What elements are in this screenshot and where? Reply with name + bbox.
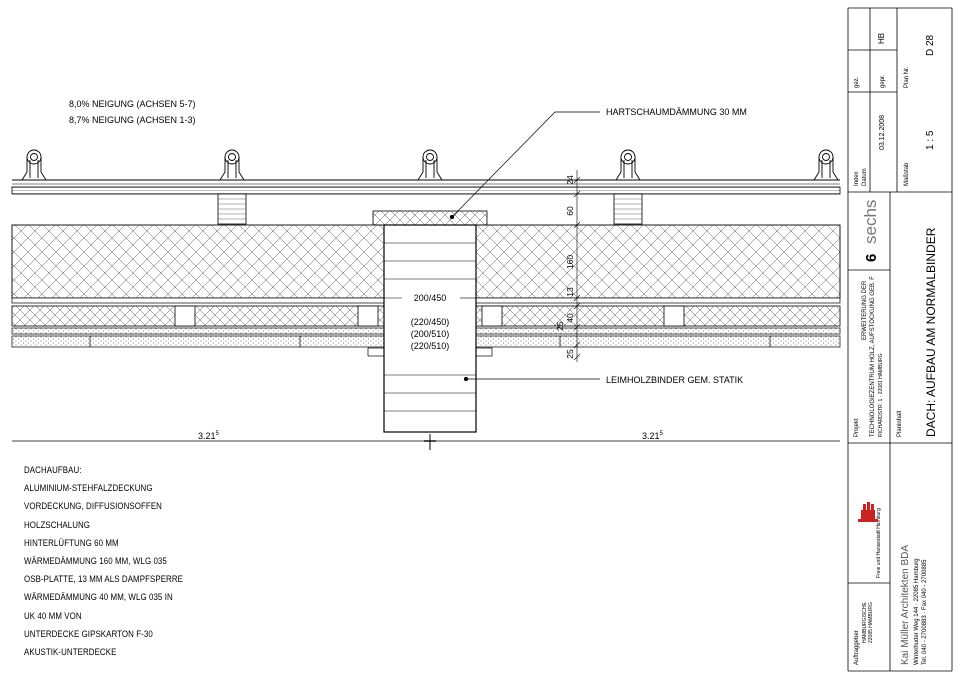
legend-item: UNTERDECKE GIPSKARTON F-30 <box>24 628 153 639</box>
tb-plan-title: DACH: AUFBAU AM NORMALBINDER <box>924 227 938 437</box>
tb-architect-address: Winterhuder Weg 144 · 22085 Hamburg <box>914 558 920 665</box>
legend-item: HOLZSCHALUNG <box>24 519 91 530</box>
slope-note: 8,0% NEIGUNG (ACHSEN 5-7) <box>69 99 196 109</box>
glulam-beam <box>383 224 477 433</box>
tb-index-label: Index <box>854 171 860 186</box>
span-label-right: 3.215 <box>642 431 664 441</box>
tb-scale-value: 1 : 5 <box>925 130 936 150</box>
callout-leaders <box>449 111 600 382</box>
lower-insulation <box>11 305 841 327</box>
standing-seam <box>813 149 839 181</box>
dimension-label: 40 <box>565 313 575 323</box>
legend-item: OSB-PLATTE, 13 MM ALS DAMPFSPERRE <box>24 574 184 585</box>
tb-logo: sechs <box>861 200 880 244</box>
dimension-label: 160 <box>565 255 575 269</box>
standing-seam <box>615 149 641 181</box>
vertical-dimensions <box>573 170 581 362</box>
beam-label: 200/450 <box>414 293 447 303</box>
dimension-label: 25 <box>565 349 575 359</box>
dimension-label: 13 <box>565 287 575 297</box>
tb-client-mid: Freie und Hansestadt Hamburg <box>876 508 882 578</box>
tb-drawn-value: HB <box>877 33 886 44</box>
tb-plan-content-label: Planinhalt <box>897 410 903 437</box>
legend-item: UK 40 MM VON <box>24 610 82 621</box>
tb-drawn-label: gez. <box>854 76 860 88</box>
dimension-label: 24 <box>565 175 575 185</box>
tb-architect-name: Kai Müller Architekten BDA <box>900 545 911 665</box>
hard-foam-insulation <box>372 210 488 226</box>
legend-heading: DACHAUFBAU: <box>24 465 82 475</box>
tb-project-line3: RICHARDSTR. 1 · 22081 HAMBURG <box>878 353 884 437</box>
dimension-label: 25 <box>555 321 565 331</box>
beam-label: (200/510) <box>411 329 450 339</box>
tb-client-label: Auftraggeber <box>854 630 860 665</box>
slope-note: 8,7% NEIGUNG (ACHSEN 1-3) <box>69 115 196 125</box>
ceiling-layers <box>11 327 841 357</box>
tb-plan-no-value: D 28 <box>925 34 936 56</box>
tb-date-value: 03.12.2008 <box>879 115 886 150</box>
tb-architect-phone: Tel. 040 - 2700883 · Fax 040 - 2700885 <box>922 559 928 665</box>
beam-label: (220/450) <box>411 317 450 327</box>
standing-seam <box>219 149 245 181</box>
standing-seams <box>21 149 839 181</box>
hamburg-crest-icon <box>858 502 878 522</box>
tb-client-line2: 22085 HAMBURG <box>868 602 874 643</box>
beam-labels: 200/450 (220/450) (200/510) (220/510) <box>384 293 476 351</box>
tb-project-label: Projekt <box>854 418 860 437</box>
title-block <box>847 7 953 672</box>
span-dimension <box>12 434 840 450</box>
tb-scale-label: Maßstab <box>904 162 910 186</box>
tb-project-line1: ERWEITERUNG DER <box>862 280 868 340</box>
legend-item: HINTERLÜFTUNG 60 MM <box>24 537 119 548</box>
tb-logo-digit: 6 <box>863 254 880 262</box>
callout-insulation: HARTSCHAUMDÄMMUNG 30 MM <box>606 107 747 117</box>
dimension-label: 60 <box>565 206 575 216</box>
legend-item: AKUSTIK-UNTERDECKE <box>24 646 117 657</box>
battens <box>217 193 643 225</box>
standing-seam <box>417 149 443 181</box>
thermal-insulation <box>11 224 841 299</box>
legend-item: WÄRMEDÄMMUNG 160 MM, WLG 035 <box>24 555 167 566</box>
tb-date-label: Datum <box>862 168 868 186</box>
span-label-left: 3.215 <box>198 431 220 441</box>
standing-seam <box>21 149 47 181</box>
legend-item: WÄRMEDÄMMUNG 40 MM, WLG 035 IN <box>24 592 173 603</box>
roof-buildup-legend: DACHAUFBAU: ALUMINIUM-STEHFALZDECKUNG VO… <box>24 461 183 661</box>
beam-label: (220/510) <box>411 341 450 351</box>
callout-beam: LEIMHOLZBINDER GEM. STATIK <box>606 375 743 385</box>
tb-client-line1: HAMBURGISCHE <box>862 601 868 643</box>
legend-item: VORDECKUNG, DIFFUSIONSOFFEN <box>24 501 162 512</box>
tb-plan-no-label: Plan Nr. <box>904 66 910 88</box>
tb-project-line2: TECHNOLOGIEZENTRUM HOLZ, AUFSTOCKUNG GEB… <box>870 276 876 437</box>
roof-cladding <box>11 179 841 195</box>
legend-item: ALUMINIUM-STEHFALZDECKUNG <box>24 483 153 494</box>
tb-checked-label: gepr. <box>880 74 886 88</box>
